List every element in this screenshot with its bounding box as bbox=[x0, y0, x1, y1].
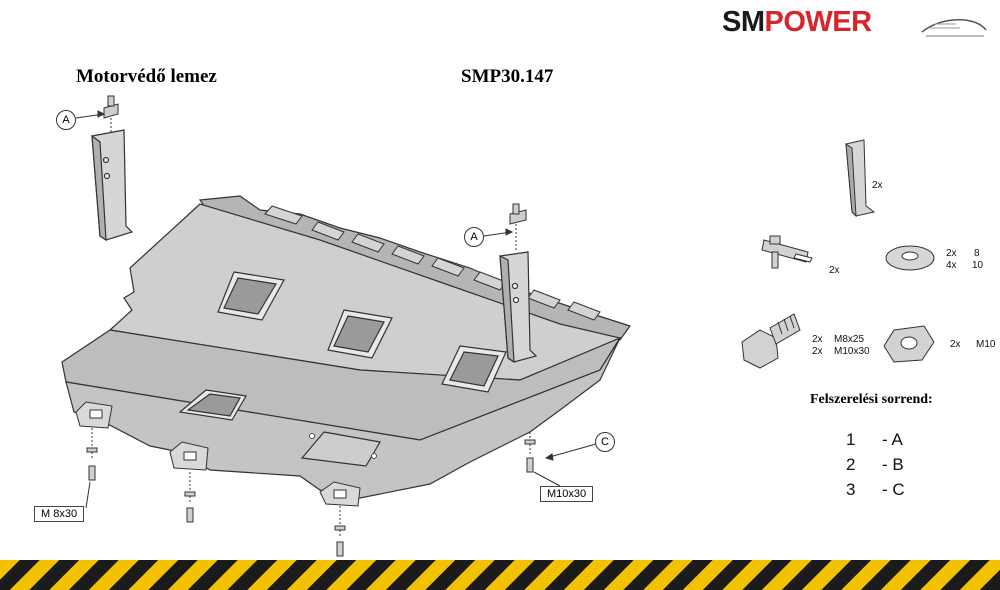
product-title: Motorvédő lemez bbox=[76, 66, 217, 87]
lower-bolts bbox=[86, 428, 536, 557]
sequence-heading: Felszerelési sorrend: bbox=[810, 392, 933, 407]
plate-vent-openings bbox=[178, 271, 507, 421]
callout-c: C bbox=[595, 432, 615, 452]
logo-car-swoosh-icon bbox=[921, 19, 987, 37]
left-top-clip bbox=[103, 95, 119, 134]
callout-a-right: A bbox=[464, 227, 484, 247]
washer-qty-2: 4x bbox=[946, 260, 957, 271]
bolt-qty-1: 2x bbox=[812, 334, 823, 345]
nut-qty: 2x bbox=[950, 339, 961, 350]
rear-tabs bbox=[264, 205, 601, 321]
parts-legend-drawings bbox=[741, 139, 935, 369]
sequence-step-1-code: - A bbox=[882, 430, 903, 449]
sequence-step-1-num: 1 bbox=[846, 430, 856, 449]
sequence-step-3-code: - C bbox=[882, 480, 905, 499]
bolt-label-m10x30: M10x30 bbox=[540, 486, 594, 502]
legend-bolt-icon bbox=[741, 313, 801, 369]
washer-size-1: 8 bbox=[974, 248, 980, 259]
right-bracket bbox=[499, 251, 538, 364]
bolt-qty-2: 2x bbox=[812, 346, 823, 357]
legend-clip-icon bbox=[761, 235, 813, 269]
hazard-stripe-footer bbox=[0, 560, 1000, 590]
right-top-clip bbox=[509, 203, 527, 252]
sequence-step-2-code: - B bbox=[882, 455, 904, 474]
legend-nut-icon bbox=[883, 325, 935, 363]
clip-qty: 2x bbox=[829, 265, 840, 276]
washer-size-2: 10 bbox=[972, 260, 984, 271]
washer-qty-1: 2x bbox=[946, 248, 957, 259]
legend-bracket-icon bbox=[845, 139, 876, 218]
front-mount-ears bbox=[75, 401, 361, 507]
nut-size: M10 bbox=[976, 339, 996, 350]
brand-logo: SMPOWER bbox=[722, 6, 992, 46]
skid-plate-diagram bbox=[61, 95, 631, 557]
bracket-qty: 2x bbox=[872, 180, 883, 191]
callout-a-left: A bbox=[56, 110, 76, 130]
sequence-step-2-num: 2 bbox=[846, 455, 856, 474]
bolt-size-1: M8x25 bbox=[834, 334, 865, 345]
product-code: SMP30.147 bbox=[461, 66, 554, 87]
bolt-size-2: M10x30 bbox=[834, 346, 870, 357]
sequence-step-3-num: 3 bbox=[846, 480, 856, 499]
service-hatch bbox=[300, 431, 381, 467]
left-bracket bbox=[91, 129, 134, 242]
logo-sm-text: SM bbox=[722, 6, 765, 38]
bolt-label-m8x30: M 8x30 bbox=[34, 506, 85, 522]
logo-power-text: POWER bbox=[764, 6, 873, 38]
legend-washer-icon bbox=[885, 245, 935, 271]
